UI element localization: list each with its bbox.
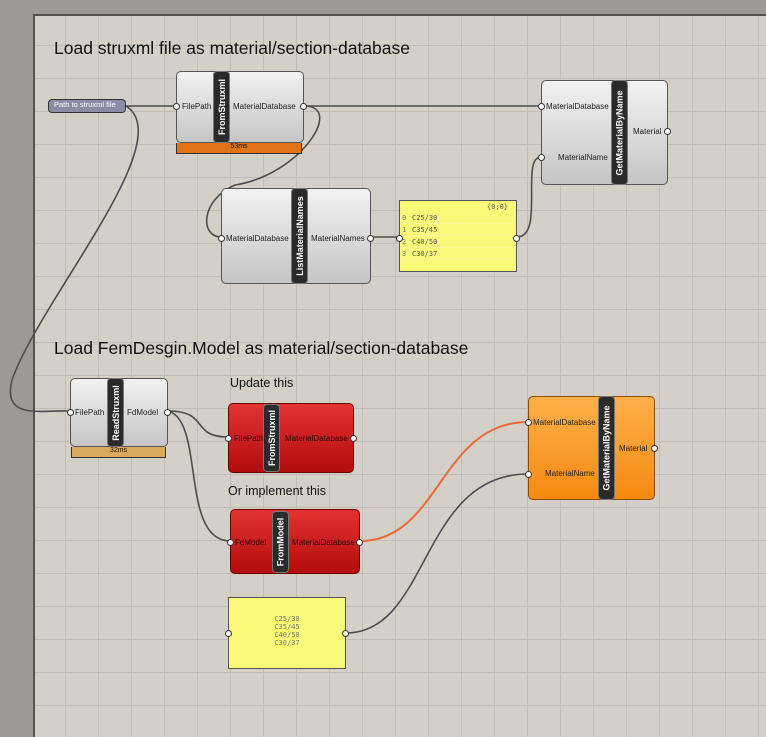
panel-output-grip[interactable] [342,630,349,637]
canvas-top-edge [33,0,766,16]
component-name-bar: ListMaterialNames [292,189,307,283]
section-title-struxml: Load struxml file as material/section-da… [54,38,411,58]
input-grip-filepath[interactable] [173,103,180,110]
panel-line: C35/45 [274,623,300,631]
input-materialname-label: MaterialName [558,153,608,162]
input-grip-materialdatabase[interactable] [538,103,545,110]
input-grip-materialdatabase[interactable] [218,235,225,242]
input-grip-fdmodel[interactable] [227,539,234,546]
wire-db-to-listnames [205,105,321,238]
note-update-this: Update this [230,376,294,390]
wire-panel-to-materialname [516,156,542,238]
canvas-left-edge [0,0,35,737]
component-name-bar: FromStruxml [264,405,279,471]
output-fdmodel-label: FdModel [127,408,159,417]
wire-fdmodel-to-frommodel [167,410,231,542]
panel-line: C25/30 [274,615,300,623]
panel-input-grip[interactable] [396,235,403,242]
input-grip-materialdatabase[interactable] [525,419,532,426]
input-grip-filepath[interactable] [225,435,232,442]
from-struxml-error-component[interactable]: FilePath FromStruxml MaterialDatabase [225,403,357,473]
output-grip-materialdatabase[interactable] [356,539,363,546]
output-grip-materialnames[interactable] [367,235,374,242]
input-materialdatabase-label: MaterialDatabase [533,418,596,427]
panel-line: C30/37 [274,639,300,647]
input-filepath-label: FilePath [182,102,212,111]
input-materialname-label: MaterialName [545,469,595,478]
panel-output-grip[interactable] [513,235,520,242]
output-grip-material[interactable] [664,128,671,135]
component-name-bar: GetMaterialByName [599,397,614,499]
input-grip-materialname[interactable] [538,154,545,161]
output-grip-materialdatabase[interactable] [350,435,357,442]
from-model-error-component[interactable]: FdModel FromModel MaterialDatabase [227,509,363,574]
input-grip-materialname[interactable] [525,471,532,478]
path-to-struxml-param[interactable]: Path to struxml file [48,99,126,113]
output-material-label: Material [619,444,648,453]
output-grip-materialdatabase[interactable] [300,103,307,110]
get-material-by-name-warning-component[interactable]: MaterialDatabase MaterialName GetMateria… [525,396,658,500]
wire-path-to-readstruxml [9,105,140,413]
output-materialnames-label: MaterialNames [311,234,365,243]
input-materialdatabase-label: MaterialDatabase [226,234,289,243]
component-name-bar: FromModel [273,512,288,572]
panel-input-grip[interactable] [225,630,232,637]
output-material-label: Material [633,127,662,136]
path-param-label: Path to struxml file [54,100,116,109]
read-struxml-component[interactable]: FilePath ReadStruxml FdModel [67,378,171,447]
output-grip-fdmodel[interactable] [164,409,171,416]
input-fdmodel-label: FdModel [235,538,267,547]
wire-fdmodel-to-fromstruxml [167,410,229,438]
component-name-bar: FromStruxml [214,72,229,142]
wire-textpanel-to-materialname [345,473,529,634]
get-material-by-name-component[interactable]: MaterialDatabase MaterialName GetMateria… [538,80,671,185]
wire-frommodel-to-getmaterial [359,421,529,542]
output-materialdatabase-label: MaterialDatabase [285,434,348,443]
input-grip-filepath[interactable] [67,409,74,416]
from-struxml-component[interactable]: FilePath FromStruxml MaterialDatabase [173,71,307,143]
panel-data-path: {0;0} [486,203,508,211]
output-materialdatabase-label: MaterialDatabase [233,102,296,111]
output-materialdatabase-label: MaterialDatabase [292,538,355,547]
profiler-timer: 53ms [176,143,302,154]
note-implement-this: Or implement this [228,484,326,498]
section-title-femdesign: Load FemDesgin.Model as material/section… [54,338,469,358]
component-name-bar: GetMaterialByName [612,81,627,184]
input-materialdatabase-label: MaterialDatabase [546,102,609,111]
panel-line: C40/50 [274,631,300,639]
output-grip-material[interactable] [651,445,658,452]
component-name-bar: ReadStruxml [108,379,123,446]
material-text-panel[interactable]: C25/30 C35/45 C40/50 C30/37 [225,597,349,669]
input-filepath-label: FilePath [75,408,105,417]
profiler-timer: 32ms [71,447,166,458]
list-material-names-component[interactable]: MaterialDatabase ListMaterialNames Mater… [218,188,374,284]
input-filepath-label: FilePath [234,434,264,443]
